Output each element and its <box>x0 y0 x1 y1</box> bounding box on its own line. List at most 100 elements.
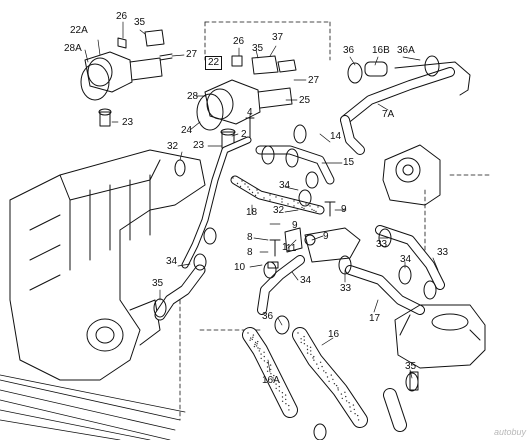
hose-dot <box>353 408 355 411</box>
hose-dot <box>303 343 306 345</box>
callout-label: 37 <box>272 32 284 43</box>
hose-dot <box>255 345 258 347</box>
hose-dot <box>323 370 325 372</box>
callout-label: 32 <box>273 205 285 216</box>
callout-label: 35 <box>252 43 264 54</box>
callout-label: 18 <box>246 207 258 218</box>
hose-dot <box>256 189 258 191</box>
hose-dot <box>354 413 356 415</box>
hose-dot <box>328 380 330 382</box>
hose-dot <box>284 394 287 396</box>
hose-dot-texture <box>232 177 360 421</box>
hose-dot <box>278 390 281 392</box>
hose-dot <box>321 365 323 368</box>
hose-dot <box>254 194 257 197</box>
highlighted-part-label[interactable]: 22 <box>205 56 223 70</box>
thermostat-housing-22A <box>84 51 163 93</box>
hose-18 <box>181 136 252 269</box>
hose-16B <box>364 61 388 77</box>
callout-label: 36 <box>262 311 274 322</box>
radiator <box>0 374 186 440</box>
hose-dot <box>281 201 283 203</box>
hose-dot <box>260 357 262 360</box>
hose-dot <box>306 348 309 351</box>
hose-dot <box>317 367 320 370</box>
hose-dot <box>263 197 265 199</box>
hose-dot <box>344 391 346 393</box>
callout-label: 35 <box>152 278 164 289</box>
hose-7A <box>340 67 455 125</box>
callout-label: 34 <box>166 256 178 267</box>
callout-label: 16B <box>372 45 390 56</box>
hose-dot <box>310 350 312 352</box>
hose-dot <box>311 208 313 211</box>
hose-dot <box>300 341 302 344</box>
hose-left-35 <box>154 264 206 321</box>
hose-dot <box>332 378 334 381</box>
hose-dot <box>303 335 305 338</box>
callout-label: 33 <box>340 283 352 294</box>
callout-label: 14 <box>330 131 342 142</box>
hose-dot <box>241 180 243 182</box>
hose-dot <box>249 339 251 341</box>
callout-label: 28 <box>187 91 199 102</box>
hose-dot <box>251 191 254 194</box>
hose-dot <box>307 204 309 206</box>
hose-dot <box>269 199 271 201</box>
hose-dot <box>357 419 360 421</box>
pipe-top-right <box>394 61 471 96</box>
bolts-misc <box>267 201 419 391</box>
hose-dot <box>306 352 309 354</box>
hose-dot <box>315 210 317 213</box>
callout-label: 16A <box>262 375 280 386</box>
hose-dot <box>317 206 319 208</box>
hose-dot <box>269 194 271 196</box>
callout-label: 1 <box>282 242 288 253</box>
hose-dot <box>313 209 315 212</box>
hose-dot <box>301 206 303 209</box>
callout-label: 22A <box>70 25 88 36</box>
hose-dot <box>345 395 347 398</box>
hose-dot <box>352 404 355 406</box>
hose-dot <box>293 200 295 202</box>
hose-dot <box>293 205 295 207</box>
hose-dot <box>288 409 290 411</box>
callout-label: 8 <box>247 232 253 243</box>
callout-label: 24 <box>181 125 193 136</box>
hose-dot <box>263 360 266 362</box>
callout-label: 8 <box>247 247 253 258</box>
hose-dot <box>303 339 305 341</box>
hose-dot <box>263 351 265 353</box>
callout-label: 34 <box>400 254 412 265</box>
hose-dot <box>303 207 305 210</box>
hose-dot <box>275 196 277 198</box>
hose-dot <box>244 183 246 185</box>
hose-dot <box>257 340 259 343</box>
hose-dot <box>260 353 262 355</box>
hose-dot <box>254 341 257 344</box>
hose-dot <box>297 332 299 334</box>
callout-label: 32 <box>167 141 179 152</box>
hose-lower-branch <box>257 255 305 315</box>
hose-dot <box>319 361 322 363</box>
callout-label: 33 <box>376 239 388 250</box>
hose-17 <box>345 265 425 315</box>
hose-dot <box>330 374 332 376</box>
hose-dot <box>313 355 315 358</box>
callout-label: 2 <box>241 129 247 140</box>
hose-dot <box>248 188 251 191</box>
hose-dot <box>247 332 249 334</box>
hose-dot <box>257 192 259 194</box>
hose-dot <box>254 343 256 346</box>
hose-dot <box>337 387 339 389</box>
hose-dot <box>357 414 359 417</box>
callout-label: 27 <box>186 49 198 60</box>
hose-dot <box>253 345 256 348</box>
hose-dot <box>259 348 261 350</box>
hose-dot <box>300 338 302 340</box>
callout-label: 36 <box>343 45 355 56</box>
hose-dot <box>236 182 239 185</box>
hose-dot <box>270 368 272 371</box>
hose-dot <box>266 370 269 372</box>
